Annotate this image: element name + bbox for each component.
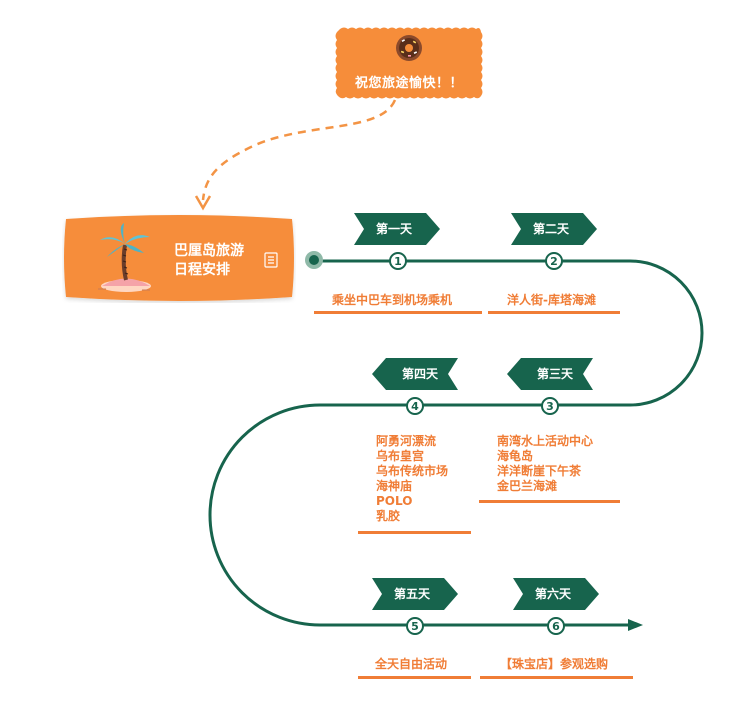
day-3-label: 第三天 [536, 367, 573, 381]
day-4-activity: 阿勇河漂流 [376, 434, 437, 448]
day-3-activities: 南湾水上活动中心 海龟岛 洋洋断崖下午茶 金巴兰海滩 [497, 434, 593, 494]
day-1-flag: 第一天 [354, 213, 440, 245]
palm-island-icon [98, 223, 151, 292]
day-3-number: 3 [541, 397, 559, 415]
day-3-activity: 海龟岛 [497, 449, 534, 463]
day-4-activity: 乳胶 [376, 509, 401, 523]
day-4-activity: 乌布皇宫 [376, 449, 425, 463]
day-5-number: 5 [406, 617, 424, 635]
day-2-activity: 洋人街-库塔海滩 [507, 293, 596, 307]
flag-shape [372, 578, 458, 610]
flag-shape [507, 358, 593, 390]
day-6-label: 第六天 [534, 587, 571, 601]
day-1-number: 1 [389, 252, 407, 270]
day-6-number: 6 [547, 617, 565, 635]
day-6-flag: 第六天 [513, 578, 599, 610]
timeline-start-dot [309, 255, 319, 265]
day-5-label: 第五天 [393, 587, 430, 601]
day-3-activity: 金巴兰海滩 [497, 479, 558, 493]
day-4-activity: 乌布传统市场 [376, 464, 449, 478]
day-5-underline [358, 676, 471, 679]
day-2-flag: 第二天 [511, 213, 597, 245]
day-3-activity: 洋洋断崖下午茶 [497, 464, 582, 478]
day-4-label: 第四天 [401, 367, 438, 381]
day-3-activity: 南湾水上活动中心 [497, 434, 594, 448]
timeline-path [208, 259, 704, 627]
note-icon[interactable] [264, 252, 278, 268]
day-4-underline [358, 531, 471, 534]
connector-arrowhead [194, 195, 212, 211]
day-2-number: 2 [545, 252, 563, 270]
greeting-card-bg [335, 27, 483, 99]
day-5-flag: 第五天 [372, 578, 458, 610]
day-4-activity: POLO [376, 494, 413, 508]
day-1-label: 第一天 [375, 222, 412, 236]
flag-shape [513, 578, 599, 610]
title-line-1: 巴厘岛旅游 [174, 243, 244, 259]
day-4-flag: 第四天 [372, 358, 458, 390]
dashed-connector [201, 99, 397, 201]
title-text: 巴厘岛旅游 日程安排 [174, 242, 254, 280]
day-6-activity: 【珠宝店】参观选购 [500, 657, 609, 671]
flag-shape [372, 358, 458, 390]
day-2-label: 第二天 [532, 222, 569, 236]
greeting-card: 祝您旅途愉快！！ [334, 26, 484, 100]
donut-icon [396, 35, 422, 61]
day-6-underline [480, 676, 633, 679]
day-3-underline [479, 500, 620, 503]
flag-shape [354, 213, 440, 245]
timeline-end-arrow [628, 619, 643, 631]
day-2-underline [488, 311, 620, 314]
day-4-activity: 海神庙 [376, 479, 413, 493]
day-3-flag: 第三天 [507, 358, 593, 390]
title-card[interactable]: 巴厘岛旅游 日程安排 [62, 213, 296, 303]
day-4-activities: 阿勇河漂流 乌布皇宫 乌布传统市场 海神庙 POLO 乳胶 [376, 434, 448, 524]
flag-shape [511, 213, 597, 245]
day-1-underline [314, 311, 482, 314]
title-line-2: 日程安排 [174, 262, 230, 278]
greeting-text: 祝您旅途愉快！！ [354, 76, 463, 91]
day-1-activity: 乘坐中巴车到机场乘机 [332, 293, 453, 307]
day-4-number: 4 [406, 397, 424, 415]
day-5-activity: 全天自由活动 [375, 657, 448, 671]
